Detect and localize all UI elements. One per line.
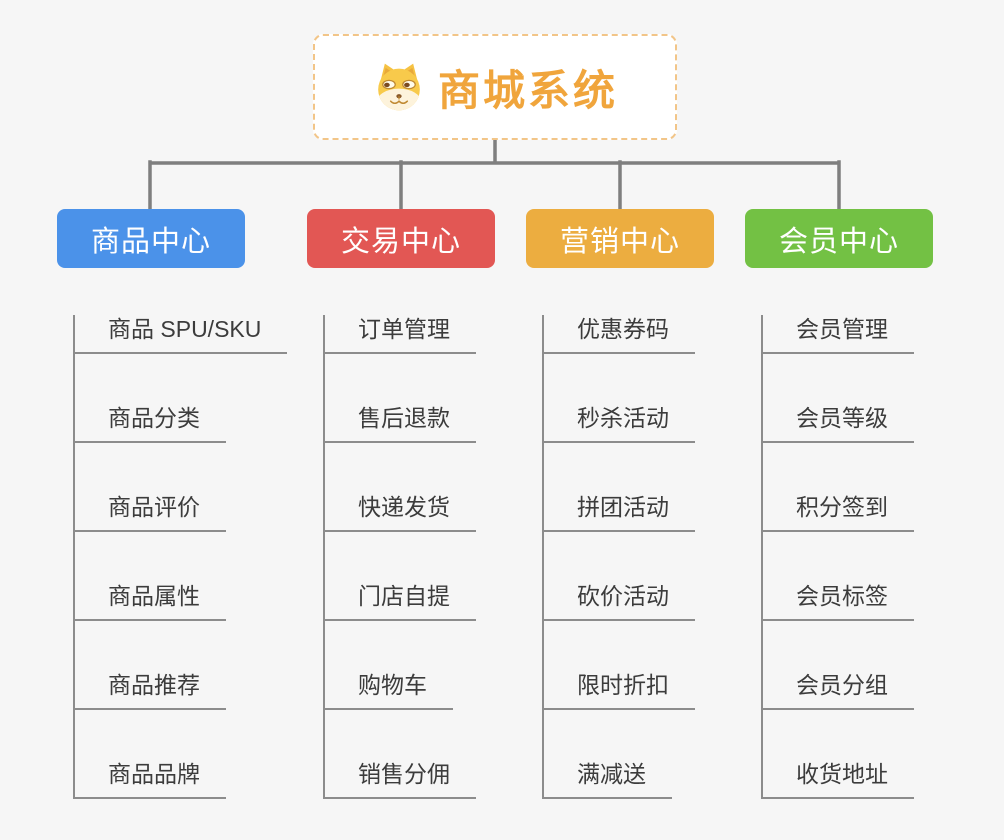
child-node[interactable]: 会员标签 <box>763 582 914 621</box>
child-node[interactable]: 订单管理 <box>325 315 476 354</box>
child-node[interactable]: 积分签到 <box>763 493 914 532</box>
branch-trade-center: 交易中心 订单管理 售后退款 快递发货 门店自提 购物车 销售分佣 <box>307 209 507 799</box>
branch-head-member-center[interactable]: 会员中心 <box>745 209 933 268</box>
branch-children: 商品 SPU/SKU 商品分类 商品评价 商品属性 商品推荐 商品品牌 <box>73 315 288 799</box>
child-node[interactable]: 售后退款 <box>325 404 476 443</box>
child-node[interactable]: 快递发货 <box>325 493 476 532</box>
child-node[interactable]: 限时折扣 <box>544 671 695 710</box>
child-node[interactable]: 秒杀活动 <box>544 404 695 443</box>
child-node[interactable]: 会员分组 <box>763 671 914 710</box>
child-node[interactable]: 销售分佣 <box>325 760 476 799</box>
child-node[interactable]: 会员管理 <box>763 315 914 354</box>
branch-member-center: 会员中心 会员管理 会员等级 积分签到 会员标签 会员分组 收货地址 <box>745 209 945 799</box>
child-node[interactable]: 满减送 <box>544 760 672 799</box>
shiba-dog-face-icon <box>378 63 420 111</box>
branch-head-marketing-center[interactable]: 营销中心 <box>526 209 714 268</box>
child-node[interactable]: 砍价活动 <box>544 582 695 621</box>
child-node[interactable]: 商品 SPU/SKU <box>75 315 288 354</box>
branch-head-trade-center[interactable]: 交易中心 <box>307 209 495 268</box>
root-title: 商城系统 <box>437 66 618 114</box>
child-node[interactable]: 收货地址 <box>763 760 914 799</box>
child-node[interactable]: 商品属性 <box>75 582 226 621</box>
child-node[interactable]: 门店自提 <box>325 582 476 621</box>
branch-head-product-center[interactable]: 商品中心 <box>57 209 245 268</box>
branch-children: 会员管理 会员等级 积分签到 会员标签 会员分组 收货地址 <box>761 315 914 799</box>
branch-children: 订单管理 售后退款 快递发货 门店自提 购物车 销售分佣 <box>323 315 476 799</box>
branch-product-center: 商品中心 商品 SPU/SKU 商品分类 商品评价 商品属性 商品推荐 商品品牌 <box>57 209 288 799</box>
branch-children: 优惠券码 秒杀活动 拼团活动 砍价活动 限时折扣 满减送 <box>542 315 695 799</box>
root-node-mall-system[interactable]: 商城系统 <box>313 34 677 140</box>
child-node[interactable]: 商品评价 <box>75 493 226 532</box>
child-node[interactable]: 商品品牌 <box>75 760 226 799</box>
branch-marketing-center: 营销中心 优惠券码 秒杀活动 拼团活动 砍价活动 限时折扣 满减送 <box>526 209 726 799</box>
child-node[interactable]: 购物车 <box>325 671 453 710</box>
child-node[interactable]: 拼团活动 <box>544 493 695 532</box>
child-node[interactable]: 会员等级 <box>763 404 914 443</box>
child-node[interactable]: 商品分类 <box>75 404 226 443</box>
child-node[interactable]: 商品推荐 <box>75 671 226 710</box>
child-node[interactable]: 优惠券码 <box>544 315 695 354</box>
